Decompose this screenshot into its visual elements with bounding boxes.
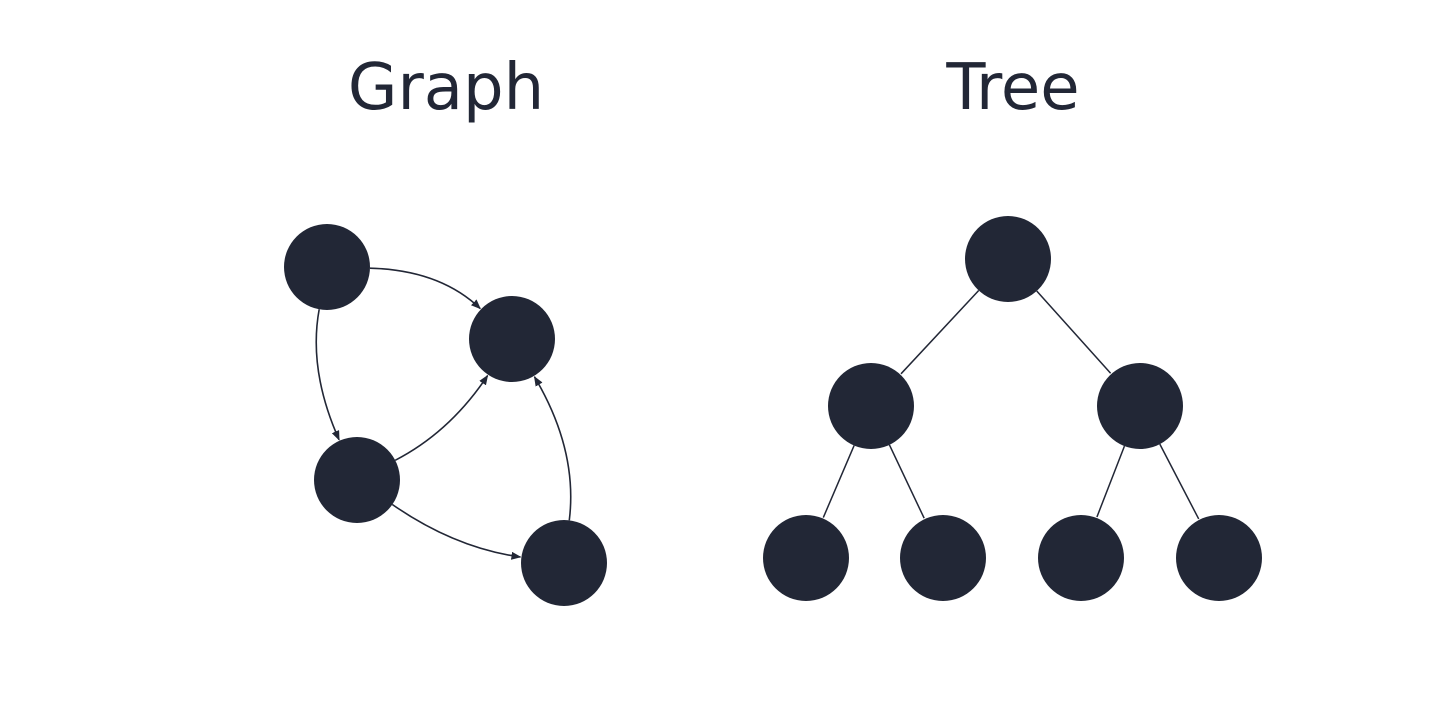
- graph-node-g2: [469, 296, 555, 382]
- tree-panel: Tree: [763, 51, 1262, 601]
- graph-edge-g4-g2: [533, 375, 572, 521]
- tree-edge-t1-t2: [900, 289, 980, 375]
- graph-node-g4: [521, 520, 607, 606]
- tree-edge-t1-t3: [1036, 290, 1112, 374]
- tree-node-t5: [900, 515, 986, 601]
- graph-node-g1: [284, 224, 370, 310]
- graph-edges: [315, 267, 572, 560]
- tree-node-t2: [828, 363, 914, 449]
- tree-title: Tree: [945, 51, 1079, 125]
- graph-node-g3: [314, 437, 400, 523]
- graph-edge-g1-g3: [315, 309, 340, 441]
- tree-edge-t2-t5: [888, 444, 925, 519]
- graph-edge-g3-g2: [394, 374, 489, 461]
- tree-edges: [822, 289, 1200, 520]
- tree-nodes: [763, 216, 1262, 601]
- tree-node-t7: [1176, 515, 1262, 601]
- graph-edge-g1-g2: [369, 267, 481, 310]
- tree-node-t6: [1038, 515, 1124, 601]
- tree-edge-t3-t7: [1159, 443, 1200, 520]
- graph-panel: Graph: [284, 51, 607, 606]
- graph-nodes: [284, 224, 607, 606]
- tree-node-t1: [965, 216, 1051, 302]
- tree-edge-t3-t6: [1096, 445, 1126, 518]
- tree-node-t4: [763, 515, 849, 601]
- tree-node-t3: [1097, 363, 1183, 449]
- graph-edge-g3-g4: [391, 503, 522, 560]
- graph-title: Graph: [348, 51, 544, 125]
- tree-edge-t2-t4: [822, 445, 855, 518]
